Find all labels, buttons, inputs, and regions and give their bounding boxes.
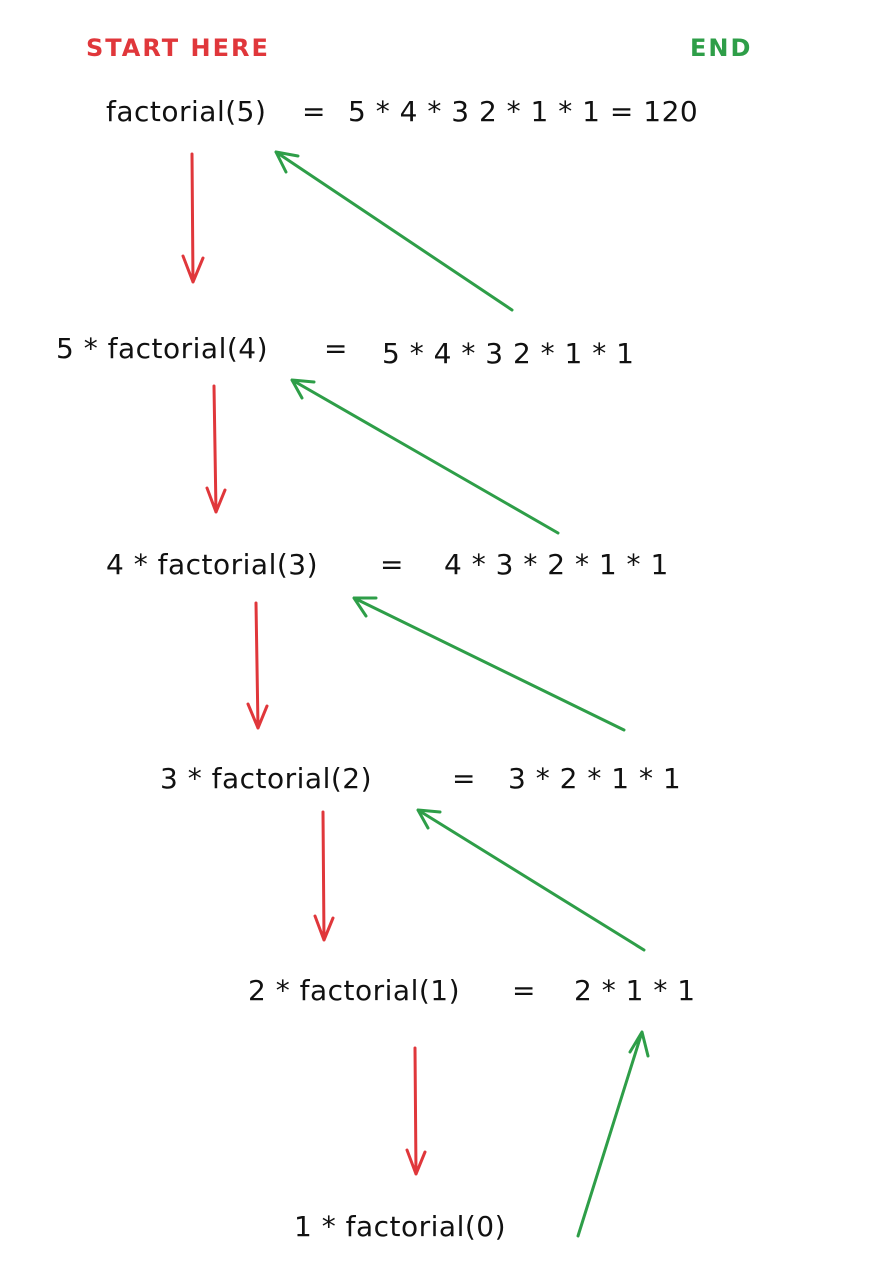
down-arrow-3 <box>246 601 269 730</box>
row-5-expression: 1 * factorial(0) <box>294 1210 507 1243</box>
down-arrow-5 <box>405 1046 427 1176</box>
row-4-result: 2 * 1 * 1 <box>574 974 696 1007</box>
down-arrow-4 <box>313 810 335 942</box>
down-arrow-2 <box>205 384 227 514</box>
row-3-expression: 3 * factorial(2) <box>160 762 373 795</box>
row-2-expression: 4 * factorial(3) <box>106 548 319 581</box>
row-0-equals: = <box>302 95 326 128</box>
down-arrow-1 <box>181 152 205 284</box>
up-arrow-4 <box>416 808 646 952</box>
up-arrow-2 <box>290 378 560 535</box>
row-3-equals: = <box>452 762 476 795</box>
up-arrow-5 <box>576 1030 650 1238</box>
row-2-result: 4 * 3 * 2 * 1 * 1 <box>444 548 669 581</box>
row-0-expression: factorial(5) <box>106 95 267 128</box>
down-arrows <box>181 152 427 1176</box>
row-1-result: 5 * 4 * 3 2 * 1 * 1 <box>382 337 635 370</box>
up-arrows <box>274 150 650 1238</box>
row-0-result: 5 * 4 * 3 2 * 1 * 1 = 120 <box>348 95 699 128</box>
row-3-result: 3 * 2 * 1 * 1 <box>508 762 682 795</box>
up-arrow-1 <box>274 150 514 312</box>
end-label: END <box>690 34 753 62</box>
row-4-equals: = <box>512 974 536 1007</box>
row-2-equals: = <box>380 548 404 581</box>
up-arrow-3 <box>352 596 626 732</box>
row-1-equals: = <box>324 332 348 365</box>
start-here-label: START HERE <box>86 34 270 62</box>
row-1-expression: 5 * factorial(4) <box>56 332 269 365</box>
row-4-expression: 2 * factorial(1) <box>248 974 461 1007</box>
